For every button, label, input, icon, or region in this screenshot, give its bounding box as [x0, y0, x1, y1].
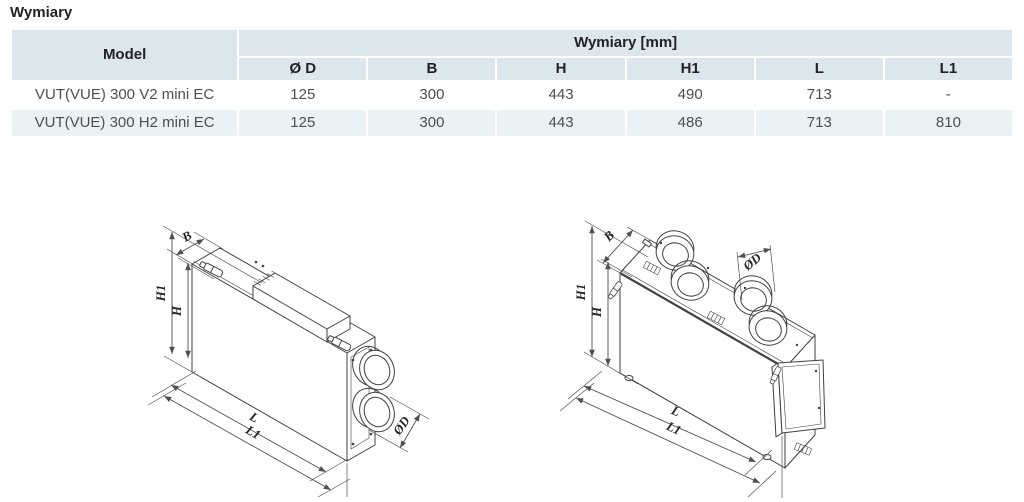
- unit-foot: [624, 375, 634, 381]
- col-header-od: Ø D: [239, 58, 367, 80]
- value-cell: 486: [626, 110, 754, 136]
- hinge-bracket: [642, 238, 652, 248]
- dimension-label-h: H: [589, 306, 604, 318]
- duct-spigot: [352, 387, 395, 433]
- dimension-lines: [575, 226, 772, 484]
- duct-spigot: [670, 260, 710, 301]
- value-cell: 490: [626, 82, 754, 108]
- value-cell: 300: [368, 110, 496, 136]
- model-cell: VUT(VUE) 300 V2 mini EC: [12, 82, 238, 108]
- dimension-label-b: B: [600, 227, 618, 245]
- dimension-label-h: H: [169, 305, 184, 317]
- col-header-h: H: [497, 58, 625, 80]
- value-cell: 125: [239, 110, 367, 136]
- duct-spigot: [352, 345, 395, 391]
- dimension-lines: [163, 232, 421, 491]
- duct-spigot: [748, 305, 788, 346]
- dimension-label-od: ØD: [739, 249, 764, 274]
- right-unit-diagram: H1 H B L L1 ØD: [559, 220, 826, 498]
- value-cell: 810: [884, 110, 1012, 136]
- dimensions-table: Model Wymiary [mm] Ø D B H H1 L L1 VUT(V…: [10, 28, 1014, 138]
- dimension-label-h1: H1: [153, 285, 168, 303]
- dimension-label-l1: L1: [663, 418, 683, 438]
- dimension-label-l: L: [668, 402, 682, 419]
- value-cell: 443: [497, 82, 625, 108]
- value-cell: 713: [755, 82, 883, 108]
- value-cell: 300: [368, 82, 496, 108]
- unit-body: [619, 239, 816, 469]
- value-cell: 125: [239, 82, 367, 108]
- col-header-h1: H1: [626, 58, 754, 80]
- col-header-b: B: [368, 58, 496, 80]
- service-panel: [777, 359, 826, 434]
- cover-hatch: [253, 270, 279, 286]
- dimension-label-h1: H1: [573, 284, 588, 302]
- col-header-l1: L1: [884, 58, 1012, 80]
- page-title: Wymiary: [10, 4, 73, 21]
- table-row: VUT(VUE) 300 V2 mini EC 125 300 443 490 …: [12, 82, 1012, 108]
- model-column-header: Model: [12, 30, 238, 80]
- group-header-wymiary-mm: Wymiary [mm]: [239, 30, 1012, 56]
- value-cell: 443: [497, 110, 625, 136]
- left-unit-diagram: H1 H B L L1 ØD: [147, 225, 430, 498]
- dimension-label-l1: L1: [242, 421, 263, 442]
- col-header-l: L: [755, 58, 883, 80]
- model-cell: VUT(VUE) 300 H2 mini EC: [12, 110, 238, 136]
- table-row: VUT(VUE) 300 H2 mini EC 125 300 443 486 …: [12, 110, 1012, 136]
- value-cell: -: [884, 82, 1012, 108]
- value-cell: 713: [755, 110, 883, 136]
